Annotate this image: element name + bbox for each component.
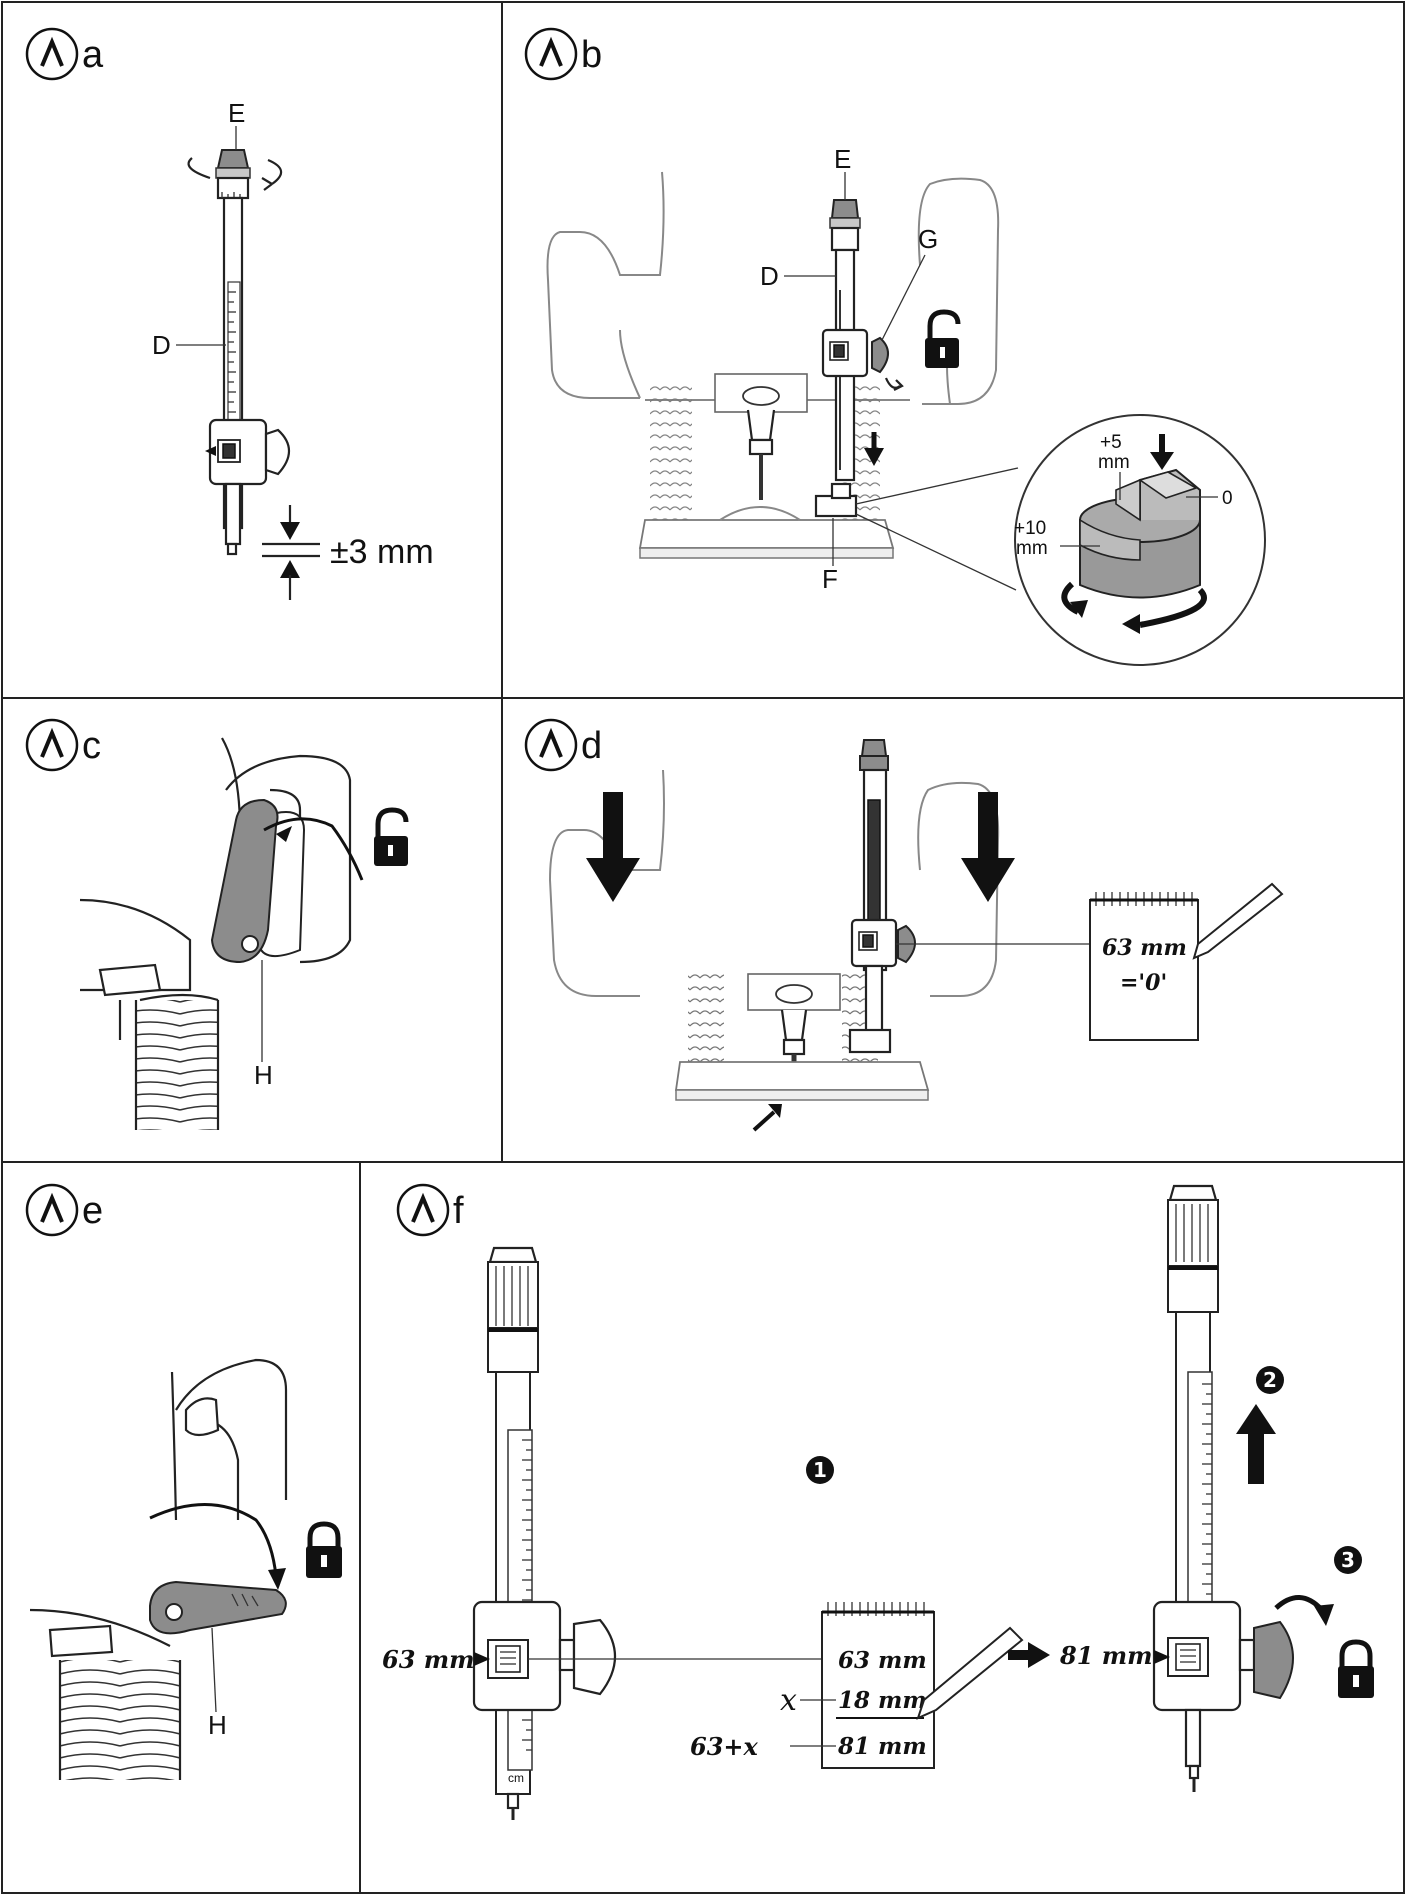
label-E: E — [834, 144, 851, 174]
note-value: 63 mm — [1102, 935, 1187, 961]
panel-letter-b: b — [581, 34, 602, 76]
step-badge-d: d — [524, 718, 602, 772]
panel-a-depth-stop: ±3 mm E D — [152, 98, 434, 600]
label-F: F — [822, 564, 838, 594]
notepad-f: 63 mm 18 mm 81 mm — [821, 1602, 935, 1769]
step-badge-a: a — [25, 27, 104, 81]
notepad-d: 63 mm ='0' — [1089, 892, 1199, 1041]
clamp-screw — [264, 428, 291, 476]
scale-unit-label: cm — [508, 1771, 524, 1785]
label-E: E — [228, 98, 245, 128]
clamp-screw-locked — [1253, 1620, 1294, 1700]
step-badge-f: f — [396, 1183, 464, 1237]
depth-stop-left: cm — [472, 1246, 617, 1820]
step-2-badge: 2 — [1256, 1366, 1284, 1394]
label-zero: 0 — [1222, 488, 1233, 509]
panel-letter-c: c — [82, 725, 101, 767]
panel-c-lever-unlock: H — [79, 737, 409, 1130]
locked-padlock-icon — [306, 1521, 342, 1578]
turret-stepped — [1079, 468, 1201, 599]
x-label: x — [780, 1683, 797, 1718]
panel-letter-e: e — [82, 1190, 103, 1232]
step-3-number: 3 — [1341, 1548, 1355, 1572]
up-arrow — [1236, 1404, 1276, 1484]
panel-b-router-depth: E D G F +5 mm +10 mm 0 — [546, 144, 1266, 666]
label-H: H — [208, 1710, 227, 1740]
lever-H — [149, 1580, 287, 1635]
step-1-badge: 1 — [806, 1456, 834, 1484]
lock-lever-G — [871, 336, 889, 374]
label-D: D — [760, 261, 779, 291]
pencil-icon — [916, 1626, 1024, 1720]
panel-f-set-depth: cm 63 mm 1 63 mm 18 mm — [382, 1184, 1374, 1820]
note-line-2: 18 mm — [838, 1687, 927, 1714]
unlocked-padlock-icon — [925, 309, 961, 368]
label-D: D — [152, 330, 171, 360]
locked-padlock-icon — [1338, 1639, 1374, 1698]
note-line-1: 63 mm — [838, 1647, 927, 1674]
step-1-number: 1 — [813, 1458, 827, 1482]
step-2-number: 2 — [1263, 1368, 1277, 1392]
unlocked-padlock-icon — [374, 807, 409, 866]
down-arrow-left — [586, 792, 640, 902]
panel-d-plunge-zero: 63 mm ='0' — [548, 739, 1284, 1132]
caret-up-circle-icon — [25, 718, 79, 772]
label-plus10-unit: mm — [1016, 538, 1048, 559]
label-plus5: +5 — [1100, 432, 1122, 453]
caret-up-circle-icon — [524, 27, 578, 81]
caret-up-circle-icon — [524, 718, 578, 772]
note-line-3: 81 mm — [837, 1733, 927, 1760]
clamp-screw — [572, 1618, 617, 1696]
label-G: G — [918, 224, 938, 254]
step-badge-b: b — [524, 27, 602, 81]
panel-letter-d: d — [581, 725, 602, 767]
caret-up-circle-icon — [25, 27, 79, 81]
range-label: ±3 mm — [330, 533, 434, 571]
sum-label: 63+x — [690, 1732, 759, 1761]
label-plus10: +10 — [1014, 518, 1046, 539]
panel-e-lever-lock: H — [29, 1358, 342, 1780]
lever-H — [210, 798, 279, 964]
caret-up-circle-icon — [396, 1183, 450, 1237]
step-badge-e: e — [25, 1183, 103, 1237]
step-3-badge: 3 — [1334, 1546, 1362, 1574]
depth-knob — [216, 149, 250, 169]
reading-left: 63 mm — [382, 1645, 475, 1674]
note-zero: ='0' — [1120, 970, 1167, 996]
pencil-icon — [1192, 882, 1284, 960]
panel-letter-a: a — [82, 34, 104, 76]
down-arrow-right — [961, 792, 1015, 902]
right-arrow — [1008, 1642, 1050, 1668]
caret-up-circle-icon — [25, 1183, 79, 1237]
panel-letter-f: f — [453, 1190, 464, 1232]
label-H: H — [254, 1060, 273, 1090]
step-badge-c: c — [25, 718, 101, 772]
reading-right: 81 mm — [1059, 1641, 1153, 1670]
label-plus5-unit: mm — [1098, 452, 1130, 473]
depth-stop-right — [1152, 1184, 1294, 1792]
